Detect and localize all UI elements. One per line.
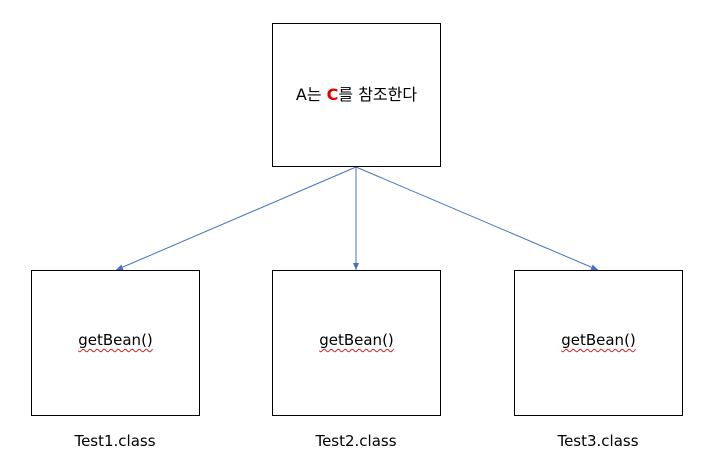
test1-box: getBean(): [31, 270, 200, 416]
label-accent-c: C: [326, 85, 339, 104]
arrow-to-test3: [355, 166, 599, 271]
test3-caption: Test3.class: [557, 432, 639, 450]
test2-caption: Test2.class: [315, 432, 397, 450]
test1-caption: Test1.class: [74, 432, 156, 450]
bean-a-label: A는 C를 참조한다: [296, 81, 417, 105]
getbean-label: getBean(): [78, 331, 153, 349]
test3-box: getBean(): [514, 270, 683, 416]
label-suffix: 를 참조한다: [338, 85, 418, 104]
getbean-label: getBean(): [319, 331, 394, 349]
bean-a-box: A는 C를 참조한다: [272, 23, 441, 167]
label-prefix: A는: [295, 85, 327, 104]
arrow-to-test1: [115, 166, 357, 271]
test2-box: getBean(): [272, 270, 441, 416]
getbean-label: getBean(): [561, 331, 636, 349]
